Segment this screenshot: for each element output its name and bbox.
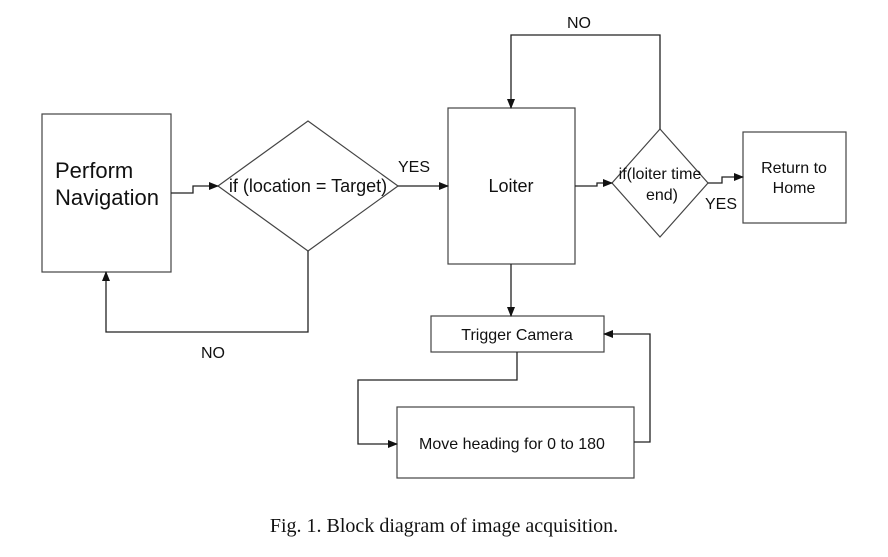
- arrow-trigger-camera-to-move-heading: [357, 352, 518, 448]
- trigger-camera-box: [430, 315, 605, 353]
- move-heading-box: [396, 406, 635, 479]
- figure-caption: Fig. 1. Block diagram of image acquisiti…: [269, 515, 619, 537]
- move-heading-label: Move heading for 0 to 180: [419, 436, 605, 453]
- perform-navigation-box: [41, 113, 172, 273]
- edge-label-loiter-time-no: NO: [567, 15, 591, 32]
- arrow-loiter-time-no-to-loiter: [507, 34, 661, 129]
- arrow-navigation-to-location: [171, 182, 219, 194]
- location-decision-label: if (location = Target): [229, 176, 387, 196]
- edge-label-loiter-time-yes: YES: [705, 196, 737, 213]
- loiter-time-label-line1: if(loiter time: [619, 166, 702, 183]
- trigger-camera-label: Trigger Camera: [461, 327, 573, 344]
- return-home-box: [742, 131, 847, 224]
- arrow-location-no-to-navigation: [102, 251, 309, 333]
- return-home-label-line1: Return to: [761, 160, 827, 177]
- loiter-time-label-line2: end): [646, 187, 678, 204]
- perform-navigation-label-line1: Perform: [55, 158, 133, 183]
- arrow-move-heading-to-trigger-camera: [603, 330, 651, 443]
- loiter-label: Loiter: [488, 176, 533, 196]
- edge-label-location-no: NO: [201, 345, 225, 362]
- arrow-loiter-to-loiter-time: [575, 179, 613, 187]
- loiter-time-decision-diamond: [611, 128, 709, 238]
- return-home-label-line2: Home: [773, 180, 816, 197]
- arrow-loiter-time-yes-to-home: [708, 173, 744, 184]
- edge-label-location-yes: YES: [398, 159, 430, 176]
- perform-navigation-label-line2: Navigation: [55, 185, 159, 210]
